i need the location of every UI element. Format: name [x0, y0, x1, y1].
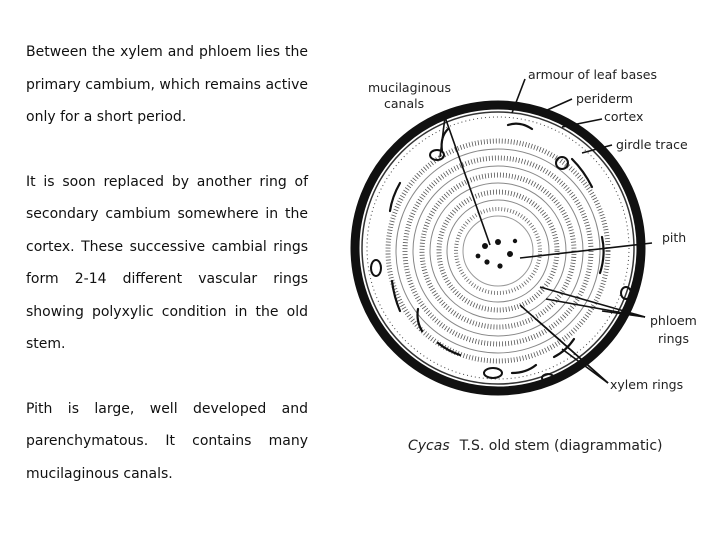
cortex-ring [366, 116, 630, 380]
stem-diagram-svg: mucilaginous canals armour of leaf bases… [350, 67, 697, 454]
paragraph-secondary-cambium: It is soon replaced by another ring of s… [26, 173, 308, 353]
pith-canals [475, 238, 518, 269]
periderm-ring [361, 111, 635, 385]
label-mucilaginous: mucilaginous [368, 80, 451, 95]
cortex-canals [370, 149, 632, 383]
label-girdle-trace: girdle trace [616, 137, 688, 152]
stem-diagram: mucilaginous canals armour of leaf bases… [340, 55, 720, 475]
label-canals: canals [384, 96, 424, 111]
figure-caption: Cycas T.S. old stem (diagrammatic) [408, 438, 662, 454]
label-phloem: phloem [650, 313, 697, 328]
label-armour-of-leaf-bases: armour of leaf bases [528, 67, 657, 82]
label-cortex: cortex [604, 109, 643, 124]
caption-genus: Cycas [408, 438, 450, 454]
caption-text: T.S. old stem (diagrammatic) [459, 438, 663, 454]
label-xylem-rings: xylem rings [610, 377, 683, 392]
armour-ring [350, 100, 646, 396]
vascular-rings [385, 138, 611, 364]
leader-lines [439, 78, 653, 384]
paragraph-primary-cambium: Between the xylem and phloem lies the pr… [26, 44, 308, 125]
label-pith: pith [662, 230, 686, 245]
text-column: Between the xylem and phloem lies the pr… [26, 36, 308, 522]
label-rings: rings [658, 331, 689, 346]
label-periderm: periderm [576, 91, 633, 106]
paragraph-pith: Pith is large, well developed and parenc… [26, 400, 308, 482]
